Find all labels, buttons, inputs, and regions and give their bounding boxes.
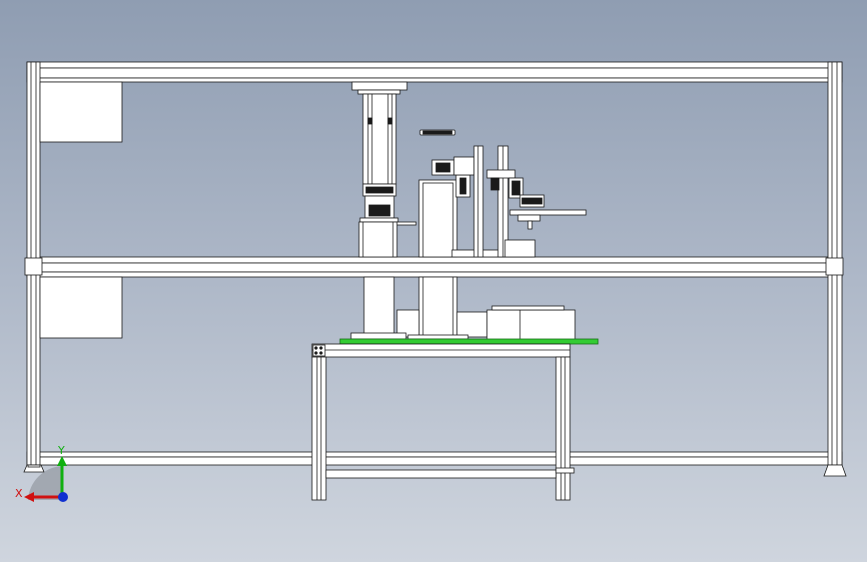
x-axis-label: X — [15, 487, 23, 500]
center-module — [418, 129, 533, 258]
electrical-panel-upper — [39, 81, 123, 143]
coordinate-triad: Y X — [15, 444, 68, 502]
y-axis-label: Y — [57, 444, 65, 457]
electrical-panel-lower — [39, 276, 123, 339]
lower-column — [350, 276, 576, 341]
pcb-board — [339, 338, 599, 345]
main-frame — [23, 61, 847, 477]
vertical-linear-axis — [351, 81, 417, 258]
work-table — [311, 343, 575, 501]
placement-head — [473, 145, 587, 258]
